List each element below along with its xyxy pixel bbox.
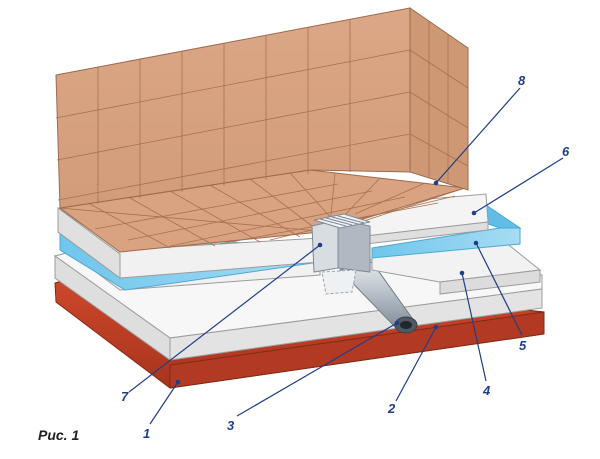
- callout-4: 4: [482, 383, 491, 398]
- callout-leaders: [128, 87, 564, 425]
- callout-5: 5: [519, 338, 527, 353]
- drain-funnel: [311, 213, 371, 295]
- figure-caption: Рис. 1: [38, 427, 79, 443]
- callout-6: 6: [562, 144, 570, 159]
- callout-dots: [175, 180, 479, 385]
- tile-floor: [58, 169, 466, 253]
- callout-1: 1: [143, 426, 150, 441]
- callout-3: 3: [227, 418, 235, 433]
- tile-wall: [55, 7, 469, 209]
- callout-8: 8: [518, 73, 526, 88]
- callout-7: 7: [121, 389, 129, 404]
- callout-2: 2: [387, 401, 396, 416]
